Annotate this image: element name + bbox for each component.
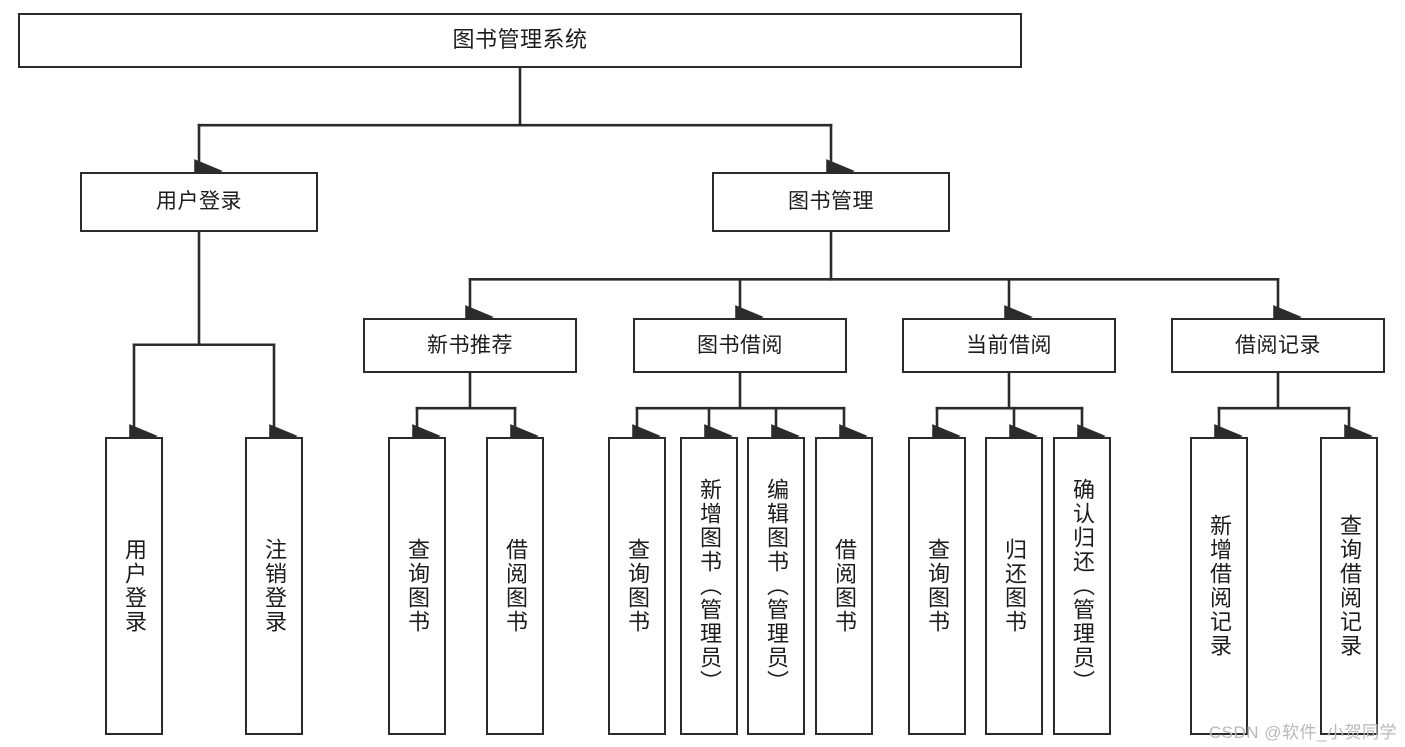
node-leaf-1[interactable]: 用户登录 xyxy=(105,437,163,735)
node-user-login[interactable]: 用户登录 xyxy=(80,172,318,232)
node-label: 图书借阅 xyxy=(697,333,783,357)
node-leaf-2[interactable]: 注销登录 xyxy=(245,437,303,735)
node-borrow-record[interactable]: 借阅记录 xyxy=(1171,318,1385,373)
node-leaf-13[interactable]: 查询借阅记录 xyxy=(1320,437,1378,735)
node-leaf-11[interactable]: 确认归还（管理员） xyxy=(1053,437,1111,735)
node-label: 当前借阅 xyxy=(966,333,1052,357)
node-leaf-3[interactable]: 查询图书 xyxy=(388,437,446,735)
node-label: 确认归还（管理员） xyxy=(1069,478,1095,694)
node-label: 归还图书 xyxy=(1001,538,1027,634)
node-label: 图书管理 xyxy=(788,190,874,214)
node-leaf-10[interactable]: 归还图书 xyxy=(985,437,1043,735)
node-label: 借阅记录 xyxy=(1235,333,1321,357)
node-leaf-8[interactable]: 借阅图书 xyxy=(815,437,873,735)
node-leaf-12[interactable]: 新增借阅记录 xyxy=(1190,437,1248,735)
node-label: 借阅图书 xyxy=(831,538,857,634)
node-label: 图书管理系统 xyxy=(452,27,588,53)
node-book-manage[interactable]: 图书管理 xyxy=(712,172,950,232)
node-leaf-9[interactable]: 查询图书 xyxy=(908,437,966,735)
node-label: 查询图书 xyxy=(924,538,950,634)
node-leaf-6[interactable]: 新增图书（管理员） xyxy=(680,437,738,735)
node-label: 用户登录 xyxy=(121,538,147,634)
node-label: 新书推荐 xyxy=(427,333,513,357)
node-leaf-7[interactable]: 编辑图书（管理员） xyxy=(747,437,805,735)
node-label: 借阅图书 xyxy=(502,538,528,634)
node-new-book-rec[interactable]: 新书推荐 xyxy=(363,318,577,373)
node-current-borrow[interactable]: 当前借阅 xyxy=(902,318,1116,373)
node-label: 注销登录 xyxy=(261,538,287,634)
node-label: 查询借阅记录 xyxy=(1336,514,1362,658)
node-label: 查询图书 xyxy=(624,538,650,634)
node-book-borrow[interactable]: 图书借阅 xyxy=(633,318,847,373)
node-leaf-5[interactable]: 查询图书 xyxy=(608,437,666,735)
node-label: 新增借阅记录 xyxy=(1206,514,1232,658)
node-leaf-4[interactable]: 借阅图书 xyxy=(486,437,544,735)
node-label: 编辑图书（管理员） xyxy=(763,478,789,694)
node-label: 查询图书 xyxy=(404,538,430,634)
watermark-label: CSDN @软件_小贺同学 xyxy=(1208,723,1397,742)
node-label: 新增图书（管理员） xyxy=(696,478,722,694)
node-root[interactable]: 图书管理系统 xyxy=(18,13,1022,68)
node-label: 用户登录 xyxy=(156,190,242,214)
